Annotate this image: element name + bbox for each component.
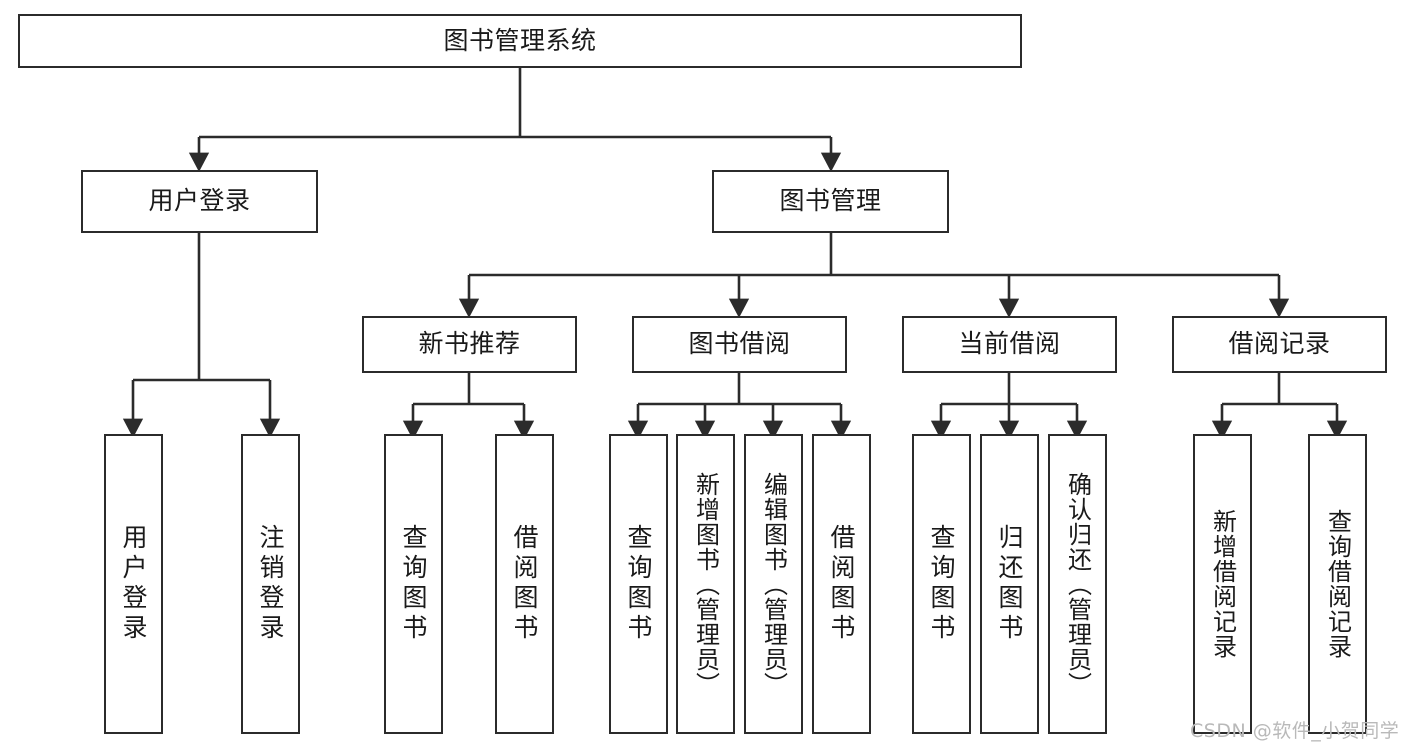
node-current-borrow-label: 当前借阅 <box>958 329 1061 359</box>
leaf-borrow-query-book[interactable]: 查询图书 <box>609 434 668 734</box>
leaf-borrow-add-book[interactable]: 新增图书（管理员） <box>676 434 735 734</box>
node-book-borrow[interactable]: 图书借阅 <box>632 316 847 373</box>
leaf-current-confirm-return[interactable]: 确认归还（管理员） <box>1048 434 1107 734</box>
node-book-borrow-label: 图书借阅 <box>688 329 791 359</box>
leaf-borrow-add-book-label: 新增图书（管理员） <box>691 471 720 697</box>
leaf-current-return-book-label: 归还图书 <box>995 524 1024 644</box>
leaf-current-confirm-return-label: 确认归还（管理员） <box>1063 471 1092 697</box>
leaf-record-query[interactable]: 查询借阅记录 <box>1308 434 1367 734</box>
node-new-book-recommend[interactable]: 新书推荐 <box>362 316 577 373</box>
node-current-borrow[interactable]: 当前借阅 <box>902 316 1117 373</box>
watermark: CSDN @软件_小贺同学 <box>1190 720 1400 742</box>
leaf-new-query-book[interactable]: 查询图书 <box>384 434 443 734</box>
leaf-user-logout[interactable]: 注销登录 <box>241 434 300 734</box>
leaf-new-borrow-book-label: 借阅图书 <box>510 524 539 644</box>
leaf-user-logout-label: 注销登录 <box>256 524 285 644</box>
leaf-current-query-book[interactable]: 查询图书 <box>912 434 971 734</box>
node-new-book-recommend-label: 新书推荐 <box>418 329 521 359</box>
leaf-borrow-lend-book[interactable]: 借阅图书 <box>812 434 871 734</box>
leaf-user-login-label: 用户登录 <box>119 524 148 644</box>
leaf-borrow-edit-book[interactable]: 编辑图书（管理员） <box>744 434 803 734</box>
leaf-record-query-label: 查询借阅记录 <box>1323 509 1352 659</box>
leaf-user-login[interactable]: 用户登录 <box>104 434 163 734</box>
node-book-management-label: 图书管理 <box>779 186 882 216</box>
node-book-management[interactable]: 图书管理 <box>712 170 949 233</box>
node-root-label: 图书管理系统 <box>443 25 597 55</box>
leaf-borrow-lend-book-label: 借阅图书 <box>827 524 856 644</box>
leaf-record-add-label: 新增借阅记录 <box>1208 509 1237 659</box>
leaf-current-query-book-label: 查询图书 <box>927 524 956 644</box>
leaf-borrow-query-book-label: 查询图书 <box>624 524 653 644</box>
leaf-new-borrow-book[interactable]: 借阅图书 <box>495 434 554 734</box>
leaf-record-add[interactable]: 新增借阅记录 <box>1193 434 1252 734</box>
leaf-new-query-book-label: 查询图书 <box>399 524 428 644</box>
node-root[interactable]: 图书管理系统 <box>18 14 1022 68</box>
leaf-current-return-book[interactable]: 归还图书 <box>980 434 1039 734</box>
node-user-login-label: 用户登录 <box>148 186 251 216</box>
node-borrow-records[interactable]: 借阅记录 <box>1172 316 1387 373</box>
node-borrow-records-label: 借阅记录 <box>1228 329 1331 359</box>
leaf-borrow-edit-book-label: 编辑图书（管理员） <box>759 471 788 697</box>
node-user-login[interactable]: 用户登录 <box>81 170 318 233</box>
